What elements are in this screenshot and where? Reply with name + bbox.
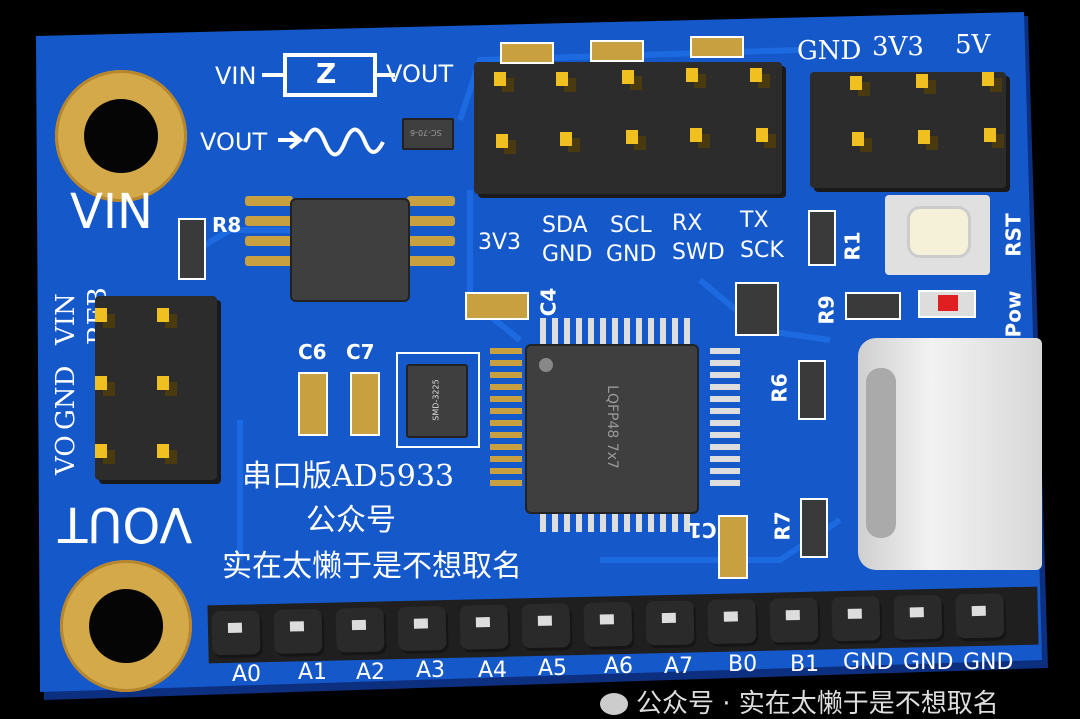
pin-label: A5: [538, 656, 568, 681]
ref-c4: C4: [536, 287, 561, 317]
ref-r8: R8: [212, 213, 242, 237]
power-led: [918, 290, 976, 318]
pin-label: A1: [298, 660, 328, 685]
ref-c7: C7: [346, 340, 375, 364]
label-rx: RX: [672, 211, 703, 236]
label-scl: SCL: [610, 213, 652, 238]
mounting-hole-bottom: [60, 560, 192, 692]
pin-label: B1: [790, 652, 820, 677]
pin-label: A4: [478, 658, 508, 683]
pin-label: B0: [728, 652, 758, 677]
ref-c6: C6: [298, 340, 327, 364]
capacitor-c4: [465, 292, 529, 320]
pin-label: A7: [664, 654, 694, 679]
reset-button[interactable]: [885, 195, 990, 275]
label-3v3: 3V3: [478, 230, 522, 255]
resistor-r6: [798, 360, 826, 420]
title-line2: 公众号: [306, 503, 396, 538]
label-vo: VO: [51, 435, 81, 475]
mcu-marking: LQFP48 7x7: [603, 385, 620, 469]
sop-ic: [245, 180, 455, 330]
ref-c1: C1: [688, 518, 717, 542]
regulator-ic: [735, 282, 779, 336]
resistor-r8: [178, 218, 206, 280]
sot-ic: SC-70-6: [400, 104, 455, 162]
resistor-r9: [845, 292, 901, 320]
label-sda: SDA: [542, 213, 588, 238]
resistor-r1: [808, 210, 836, 266]
power-pin-header[interactable]: [810, 72, 1006, 188]
pin-label: A3: [416, 658, 446, 683]
usb-c-connector[interactable]: [858, 338, 1042, 570]
ref-r1: R1: [840, 231, 865, 261]
pin-label: GND: [963, 650, 1014, 675]
jumper-pad-1: [500, 42, 554, 64]
wechat-icon: [600, 693, 628, 715]
ref-r7: R7: [770, 511, 795, 541]
label-pwr-5v: 5V: [955, 30, 991, 60]
label-vin: VIN: [70, 184, 153, 240]
label-gnd: GND: [51, 365, 81, 430]
label-swd: SWD: [672, 240, 725, 265]
crystal-marking: SMD-3225: [431, 379, 441, 421]
title-line3: 实在太懒于是不想取名: [222, 549, 522, 584]
symbol-vout: VOUT: [386, 60, 454, 88]
label-sck: SCK: [740, 238, 784, 263]
capacitor-c6: [298, 372, 328, 436]
pin-label: A6: [604, 654, 634, 679]
label-gnd-2: GND: [606, 242, 657, 267]
symbol-vin: VIN: [215, 62, 257, 90]
label-pwr-3v3: 3V3: [872, 32, 924, 62]
ref-rst: RST: [1001, 213, 1026, 257]
jumper-pad-3: [690, 36, 744, 58]
mcu-lqfp48: LQFP48 7x7: [490, 318, 740, 533]
signal-pin-header[interactable]: [474, 62, 782, 194]
resistor-r7: [800, 498, 828, 558]
ref-r9: R9: [814, 295, 839, 325]
pin-label: A2: [356, 660, 386, 685]
title-line1: 串口版AD5933: [242, 459, 455, 494]
label-pwr-gnd: GND: [797, 36, 862, 66]
watermark: 公众号 · 实在太懒于是不想取名: [600, 691, 999, 717]
left-pin-header[interactable]: [95, 296, 217, 480]
ref-r6: R6: [767, 373, 792, 403]
sot-marking: SC-70-6: [410, 128, 442, 137]
mounting-hole-top: [55, 70, 187, 202]
watermark-text: 公众号 · 实在太懒于是不想取名: [636, 689, 999, 719]
ref-pow: Pow: [1001, 290, 1026, 338]
label-gnd-1: GND: [542, 242, 593, 267]
pin-label: A0: [232, 662, 262, 687]
capacitor-c7: [350, 372, 380, 436]
pin-label: GND: [843, 650, 894, 675]
symbol-vout-ac: VOUT: [200, 128, 268, 156]
capacitor-c1: [718, 515, 748, 579]
symbol-z: Z: [316, 57, 337, 90]
label-tx: TX: [740, 208, 769, 233]
pin-label: GND: [903, 650, 954, 675]
label-vout: VOUT: [58, 496, 193, 552]
crystal: SMD-3225: [396, 352, 480, 448]
jumper-pad-2: [590, 40, 644, 62]
label-vin-small: VIN: [51, 293, 81, 345]
